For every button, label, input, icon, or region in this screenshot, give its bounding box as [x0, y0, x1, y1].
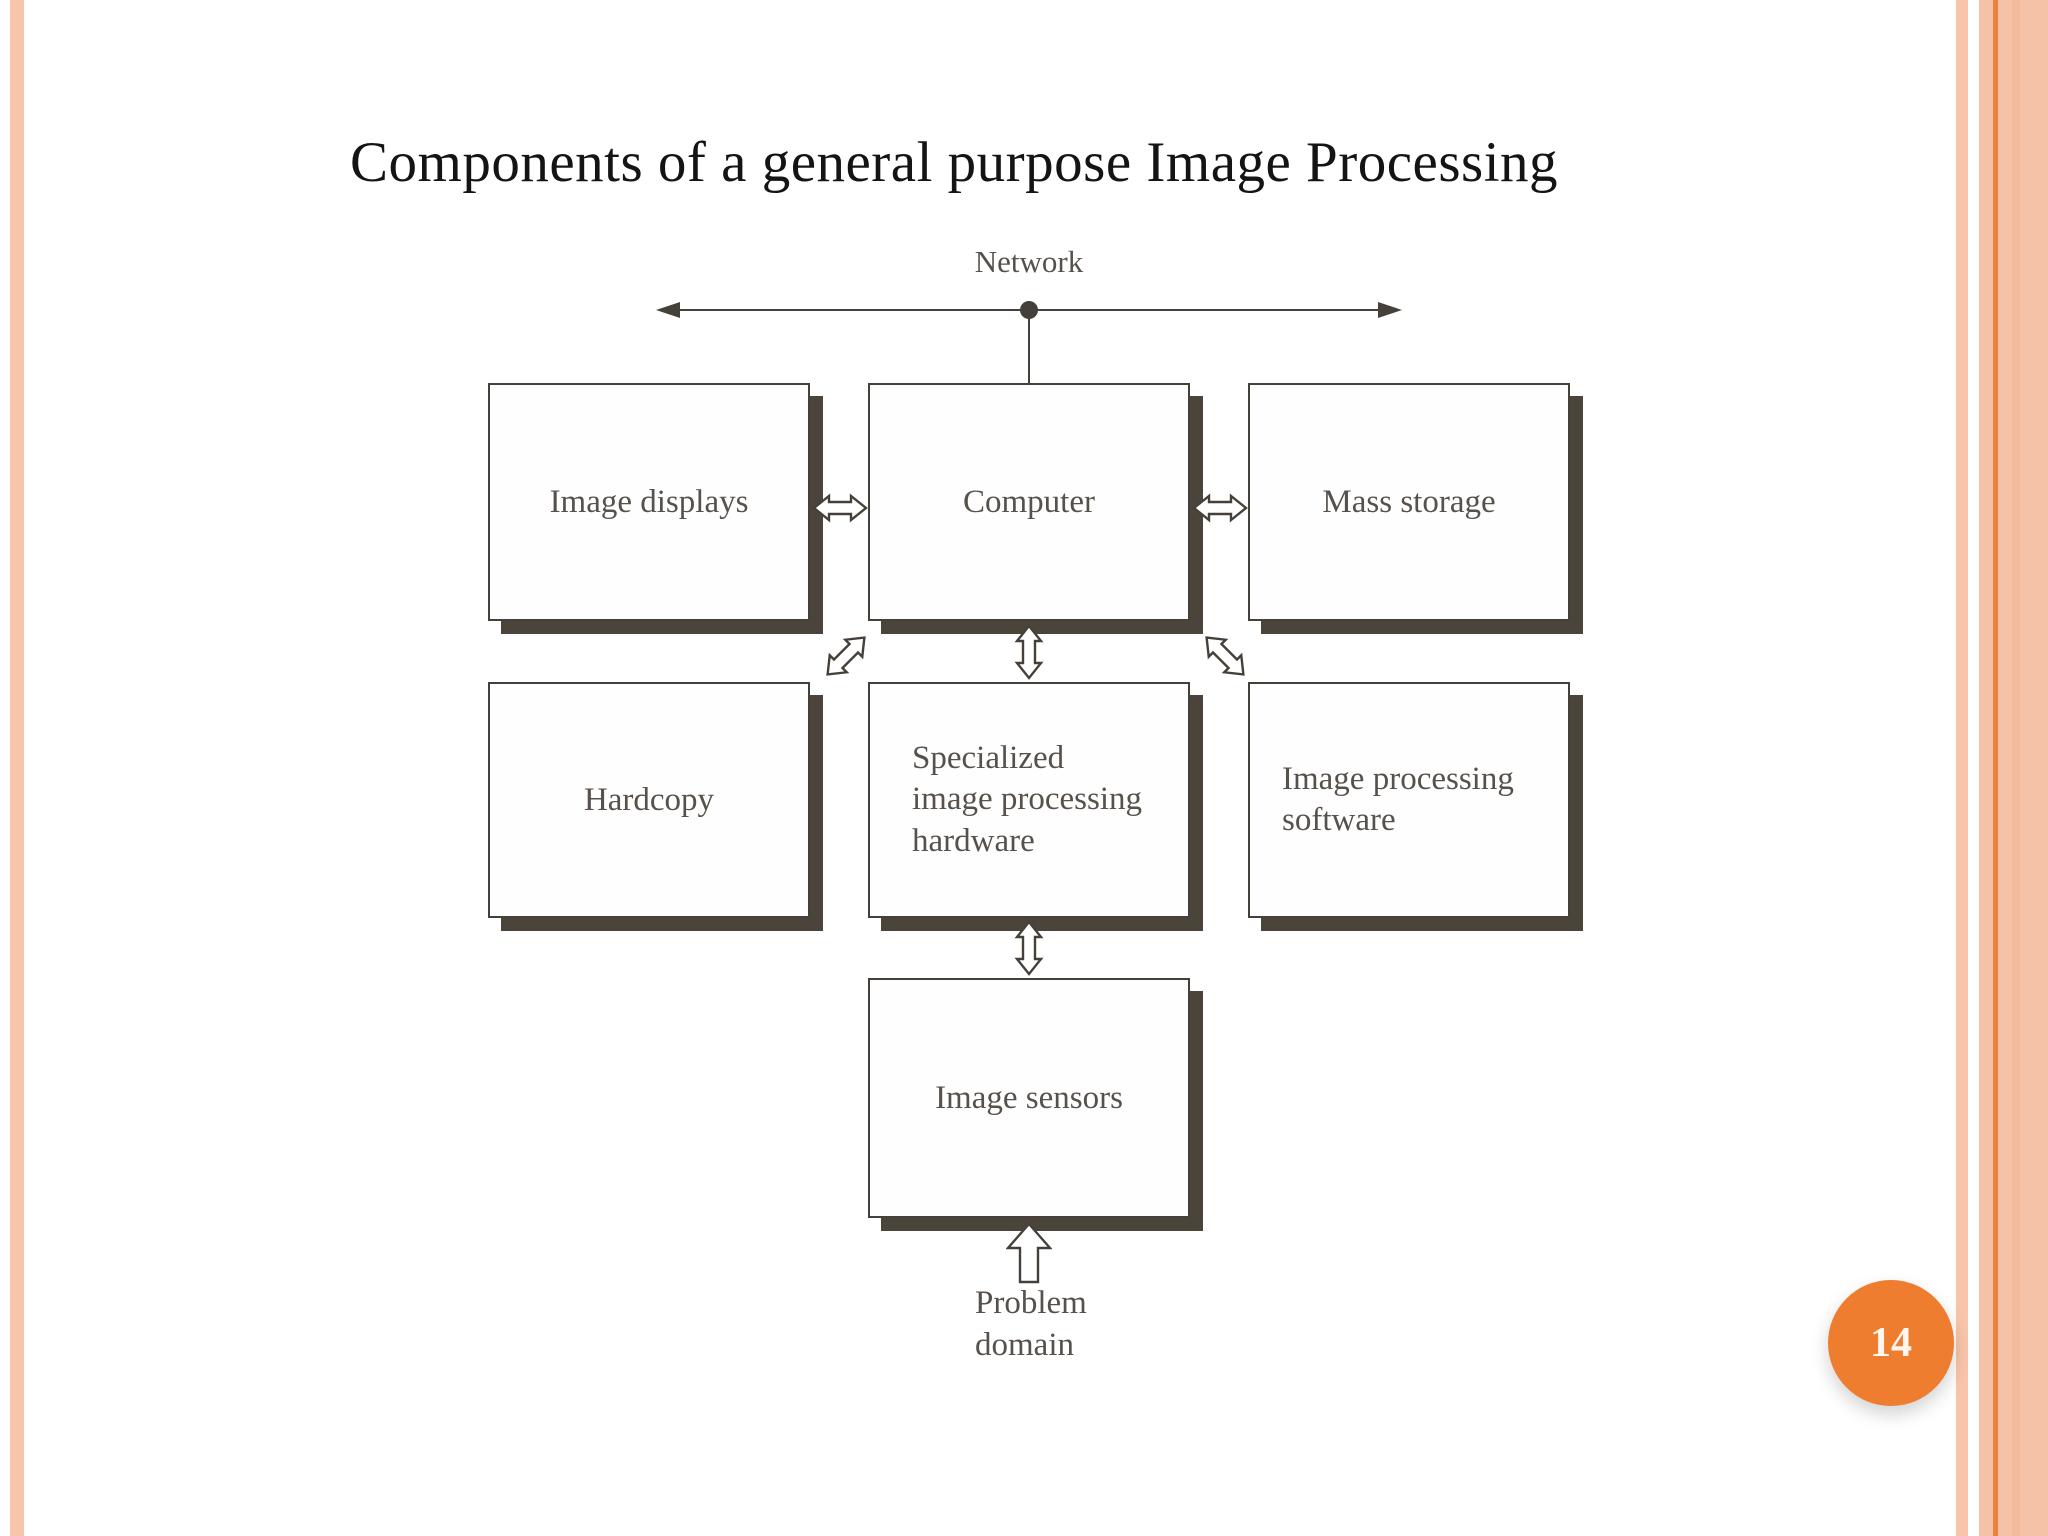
left-edge-stripe	[10, 0, 24, 1536]
box-mass-storage: Mass storage	[1248, 383, 1570, 621]
box-specialized-hardware: Specialized image processing hardware	[868, 682, 1190, 918]
right-edge-band	[1979, 0, 2048, 1536]
box-ip-software: Image processing software	[1248, 682, 1570, 918]
h-double-arrow-icon	[812, 488, 868, 528]
box-image-sensors-label: Image sensors	[935, 1079, 1123, 1116]
box-mass-storage-label: Mass storage	[1322, 483, 1496, 520]
diagonal-double-arrow-icon	[812, 622, 880, 690]
v-double-arrow-icon	[1009, 624, 1049, 680]
box-computer-label: Computer	[963, 483, 1095, 520]
problem-domain-label: Problem domain	[975, 1285, 1087, 1363]
box-image-sensors: Image sensors	[868, 978, 1190, 1218]
slide-title: Components of a general purpose Image Pr…	[350, 131, 1559, 194]
up-arrow-icon	[1006, 1222, 1052, 1284]
diagonal-double-arrow-icon	[1191, 622, 1259, 690]
right-band-soft-line	[2012, 0, 2020, 1536]
network-bus-icon	[656, 301, 1402, 386]
h-double-arrow-icon	[1192, 488, 1248, 528]
right-band-orange-line	[1993, 0, 1998, 1536]
box-image-displays-label: Image displays	[549, 483, 749, 520]
box-hardcopy-label: Hardcopy	[583, 781, 715, 818]
right-edge-thin-stripe	[1956, 0, 1968, 1536]
v-double-arrow-icon	[1009, 920, 1049, 976]
box-computer: Computer	[868, 383, 1190, 621]
page-number: 14	[1870, 1320, 1912, 1366]
box-specialized-hardware-label: Specialized image processing hardware	[912, 740, 1143, 859]
box-ip-software-label: Image processing software	[1282, 760, 1514, 838]
box-hardcopy: Hardcopy	[488, 682, 810, 918]
network-label: Network	[974, 244, 1084, 279]
box-image-displays: Image displays	[488, 383, 810, 621]
page-number-badge: 14	[1828, 1280, 1954, 1406]
